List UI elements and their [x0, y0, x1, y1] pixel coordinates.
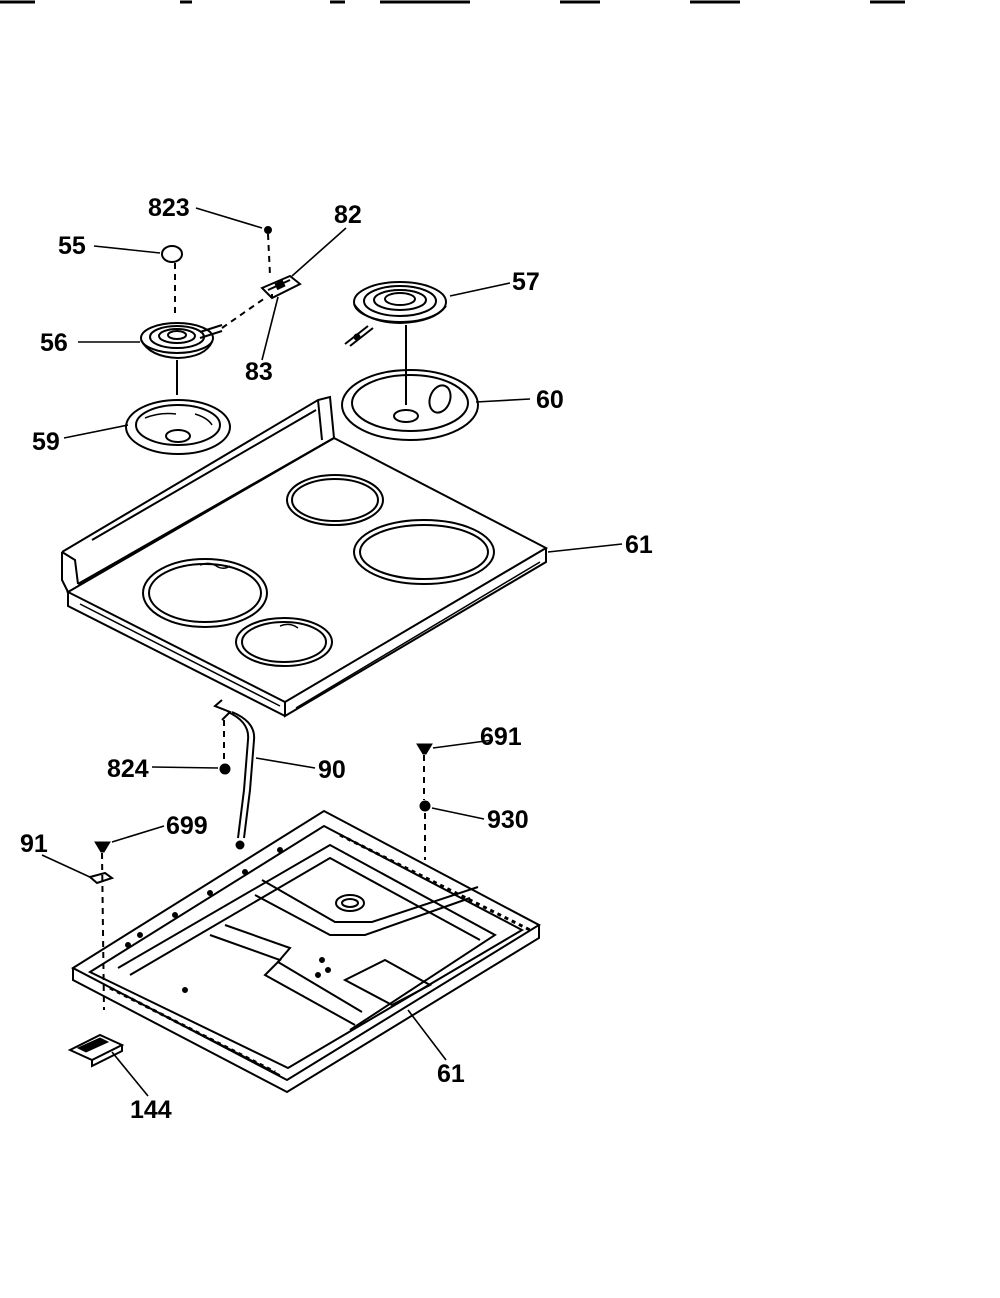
surface-element-large-57 [344, 281, 447, 347]
clip-91 [87, 871, 115, 885]
callout-labels: 823 82 55 57 56 83 60 59 61 691 824 90 9… [20, 194, 653, 1124]
callout-56: 56 [40, 329, 68, 357]
axis-line-screw [267, 233, 271, 276]
knob-55 [161, 245, 183, 263]
callout-691: 691 [480, 723, 522, 751]
screw-699 [94, 841, 111, 853]
callout-57: 57 [512, 268, 540, 296]
callout-61-top: 61 [625, 531, 653, 559]
drip-bowl-large-60 [341, 369, 479, 441]
axis-line-terminal [221, 297, 266, 329]
callout-930: 930 [487, 806, 529, 834]
callout-60: 60 [536, 386, 564, 414]
spacer-930 [419, 800, 431, 812]
cooktop-main-top-61 [61, 395, 549, 718]
callout-823: 823 [148, 194, 190, 222]
surface-element-small-56 [140, 322, 223, 360]
wire-harness-90 [213, 699, 256, 850]
callout-824: 824 [107, 755, 149, 783]
callout-144: 144 [130, 1096, 172, 1124]
callout-82: 82 [334, 201, 362, 229]
callout-91: 91 [20, 830, 48, 858]
screw-823 [264, 226, 272, 234]
leader-lines [41, 207, 623, 1097]
rim-holes [125, 847, 331, 993]
clip-824 [219, 763, 231, 775]
screw-691 [416, 743, 433, 755]
drip-bowl-small-59 [125, 399, 231, 455]
callout-61-bottom: 61 [437, 1060, 465, 1088]
callout-699: 699 [166, 812, 208, 840]
callout-83: 83 [245, 358, 273, 386]
callout-90: 90 [318, 756, 346, 784]
callout-59: 59 [32, 428, 60, 456]
terminal-block-82 [260, 274, 302, 300]
bracket-144 [67, 1033, 125, 1068]
callout-55: 55 [58, 232, 86, 260]
axis-line-699 [101, 852, 105, 1011]
cooktop-pan-bottom-61 [70, 809, 542, 1094]
